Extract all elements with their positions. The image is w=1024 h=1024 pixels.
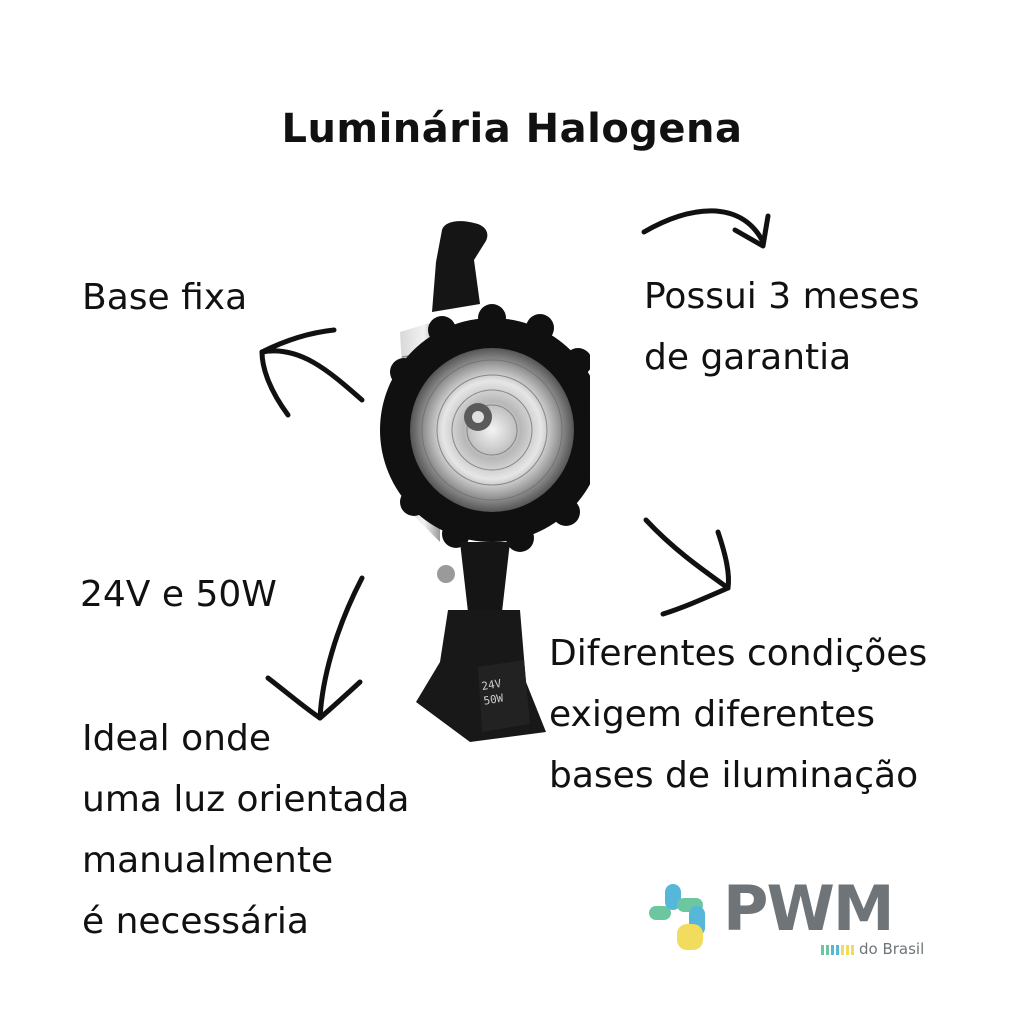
label-ideal-line-1: Ideal onde bbox=[82, 718, 271, 759]
logo-bars-icon bbox=[821, 945, 854, 955]
arrow-volt-icon bbox=[265, 575, 365, 721]
halogen-lamp-image: 24V 50W bbox=[380, 221, 590, 742]
arrow-garantia-icon bbox=[641, 208, 771, 249]
label-voltagem: 24V e 50W bbox=[80, 574, 277, 615]
pwm-logo: PWM do Brasil bbox=[645, 872, 945, 966]
label-base-fixa: Base fixa bbox=[82, 277, 248, 318]
base-marking-24v: 24V bbox=[481, 677, 503, 693]
base-marking-50w: 50W bbox=[483, 691, 505, 707]
page-title: Luminária Halogena bbox=[281, 106, 743, 152]
label-ideal-line-2: uma luz orientada bbox=[82, 779, 410, 820]
label-ideal: Ideal onde uma luz orientada manualmente… bbox=[82, 708, 409, 952]
label-garantia-line-1: Possui 3 meses bbox=[644, 276, 920, 317]
arrow-base-icon bbox=[259, 327, 365, 418]
pwm-logo-word: PWM bbox=[723, 872, 895, 945]
label-diferentes-line-1: Diferentes condições bbox=[549, 633, 928, 674]
pwm-logo-mark-icon bbox=[649, 884, 705, 950]
arrow-diferentes-icon bbox=[643, 517, 731, 617]
pwm-logo-sub: do Brasil bbox=[859, 940, 925, 958]
label-garantia: Possui 3 meses de garantia bbox=[644, 266, 919, 388]
label-diferentes-line-3: bases de iluminação bbox=[549, 755, 919, 796]
label-garantia-line-2: de garantia bbox=[644, 337, 852, 378]
label-diferentes: Diferentes condições exigem diferentes b… bbox=[549, 623, 927, 806]
label-ideal-line-3: manualmente bbox=[82, 840, 334, 881]
label-diferentes-line-2: exigem diferentes bbox=[549, 694, 876, 735]
label-ideal-line-4: é necessária bbox=[82, 901, 309, 942]
